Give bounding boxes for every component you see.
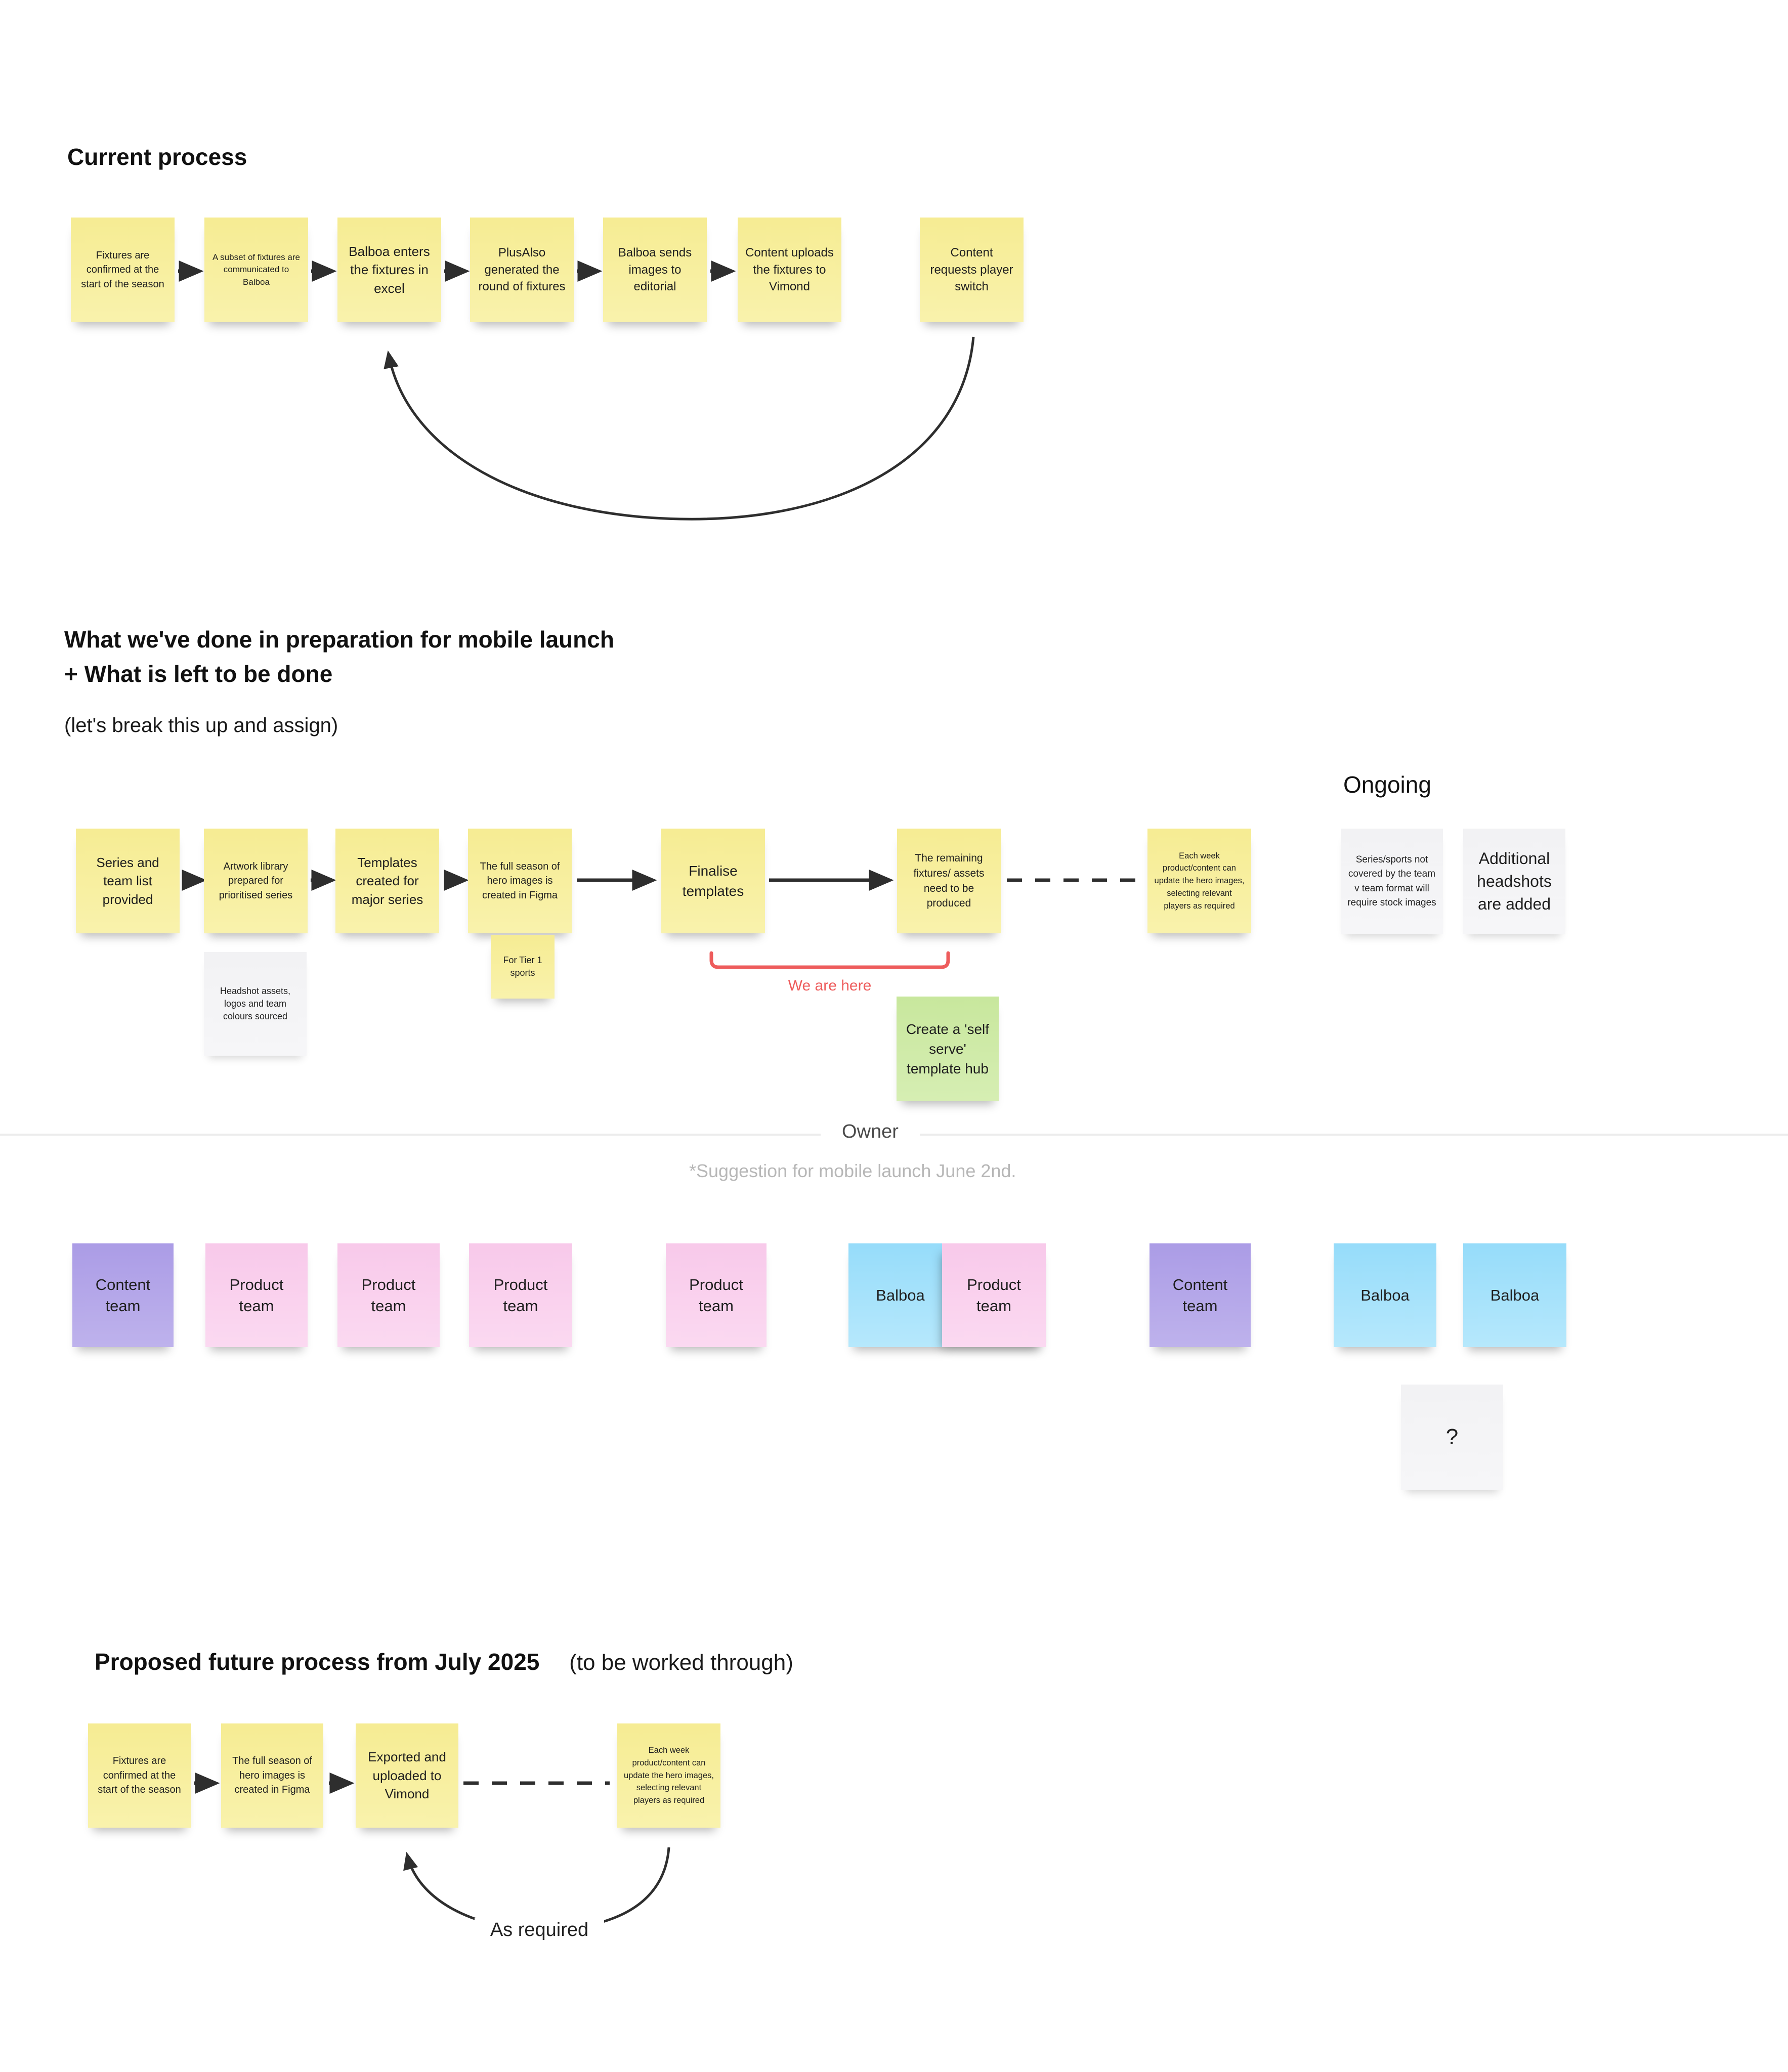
owner-note-content-team[interactable]: Content team (72, 1243, 174, 1347)
owner-note-product-team[interactable]: Product team (942, 1243, 1046, 1347)
as-required-loop-arrow-icon (403, 1847, 670, 1931)
as-required-label: As required (475, 1918, 604, 1942)
owner-suggestion-note: *Suggestion for mobile launch June 2nd. (689, 1160, 1016, 1181)
sticky-note-prep-5[interactable]: Finalise templates (661, 829, 765, 933)
owner-note-product-team[interactable]: Product team (337, 1243, 440, 1347)
sticky-note-future-3[interactable]: Exported and uploaded to Vimond (356, 1723, 458, 1828)
sticky-note-current-2[interactable]: A subset of fixtures are communicated to… (204, 218, 308, 322)
sticky-note-prep-7[interactable]: Each week product/content can update the… (1147, 829, 1251, 933)
sticky-note-tier1[interactable]: For Tier 1 sports (491, 935, 555, 999)
sticky-note-prep-3[interactable]: Templates created for major series (335, 829, 439, 933)
future-title-suffix: (to be worked through) (569, 1650, 793, 1675)
sticky-note-current-6[interactable]: Content uploads the fixtures to Vimond (738, 218, 841, 322)
we-are-here-label: We are here (788, 977, 872, 994)
sticky-note-headshot-assets[interactable]: Headshot assets, logos and team colours … (204, 952, 307, 1056)
sticky-note-future-1[interactable]: Fixtures are confirmed at the start of t… (88, 1723, 191, 1828)
we-are-here-bracket-icon (709, 951, 950, 969)
sticky-note-current-4[interactable]: PlusAlso generated the round of fixtures (470, 218, 574, 322)
prep-subheading: (let's break this up and assign) (64, 714, 338, 737)
section-title-future: Proposed future process from July 2025 (… (95, 1648, 793, 1675)
sticky-note-prep-2[interactable]: Artwork library prepared for prioritised… (204, 829, 308, 933)
sticky-note-prep-1[interactable]: Series and team list provided (76, 829, 180, 933)
owner-note-product-team[interactable]: Product team (469, 1243, 572, 1347)
section-title-prep-line2: + What is left to be done (64, 661, 333, 687)
sticky-note-future-2[interactable]: The full season of hero images is create… (221, 1723, 323, 1828)
owner-note-content-team[interactable]: Content team (1150, 1243, 1251, 1347)
owner-note-question-mark[interactable]: ? (1401, 1385, 1503, 1490)
owner-note-product-team[interactable]: Product team (205, 1243, 308, 1347)
loop-back-arrow-icon (384, 336, 975, 521)
sticky-note-ongoing-stock-images[interactable]: Series/sports not covered by the team v … (1341, 829, 1443, 934)
future-title-bold: Proposed future process from July 2025 (95, 1649, 540, 1675)
sticky-note-ongoing-headshots[interactable]: Additional headshots are added (1463, 829, 1565, 934)
owner-note-product-team[interactable]: Product team (666, 1243, 767, 1347)
ongoing-heading: Ongoing (1343, 771, 1431, 798)
sticky-note-current-3[interactable]: Balboa enters the fixtures in excel (337, 218, 441, 322)
owner-divider-line-right (920, 1134, 1788, 1136)
section-title-current-process: Current process (67, 144, 247, 170)
owner-note-balboa[interactable]: Balboa (848, 1243, 952, 1347)
section-title-prep-line1: What we've done in preparation for mobil… (64, 626, 614, 653)
owner-note-balboa[interactable]: Balboa (1463, 1243, 1566, 1347)
sticky-note-prep-4[interactable]: The full season of hero images is create… (468, 829, 572, 933)
sticky-note-current-1[interactable]: Fixtures are confirmed at the start of t… (71, 218, 175, 322)
owner-note-balboa[interactable]: Balboa (1334, 1243, 1436, 1347)
sticky-note-prep-6[interactable]: The remaining fixtures/ assets need to b… (897, 829, 1001, 933)
owner-divider-label: Owner (842, 1121, 899, 1142)
sticky-note-current-7[interactable]: Content requests player switch (920, 218, 1024, 322)
sticky-note-future-4[interactable]: Each week product/content can update the… (617, 1723, 720, 1828)
sticky-note-current-5[interactable]: Balboa sends images to editorial (603, 218, 707, 322)
sticky-note-self-serve-hub[interactable]: Create a 'self serve' template hub (897, 997, 999, 1101)
owner-divider-line-left (0, 1134, 821, 1136)
